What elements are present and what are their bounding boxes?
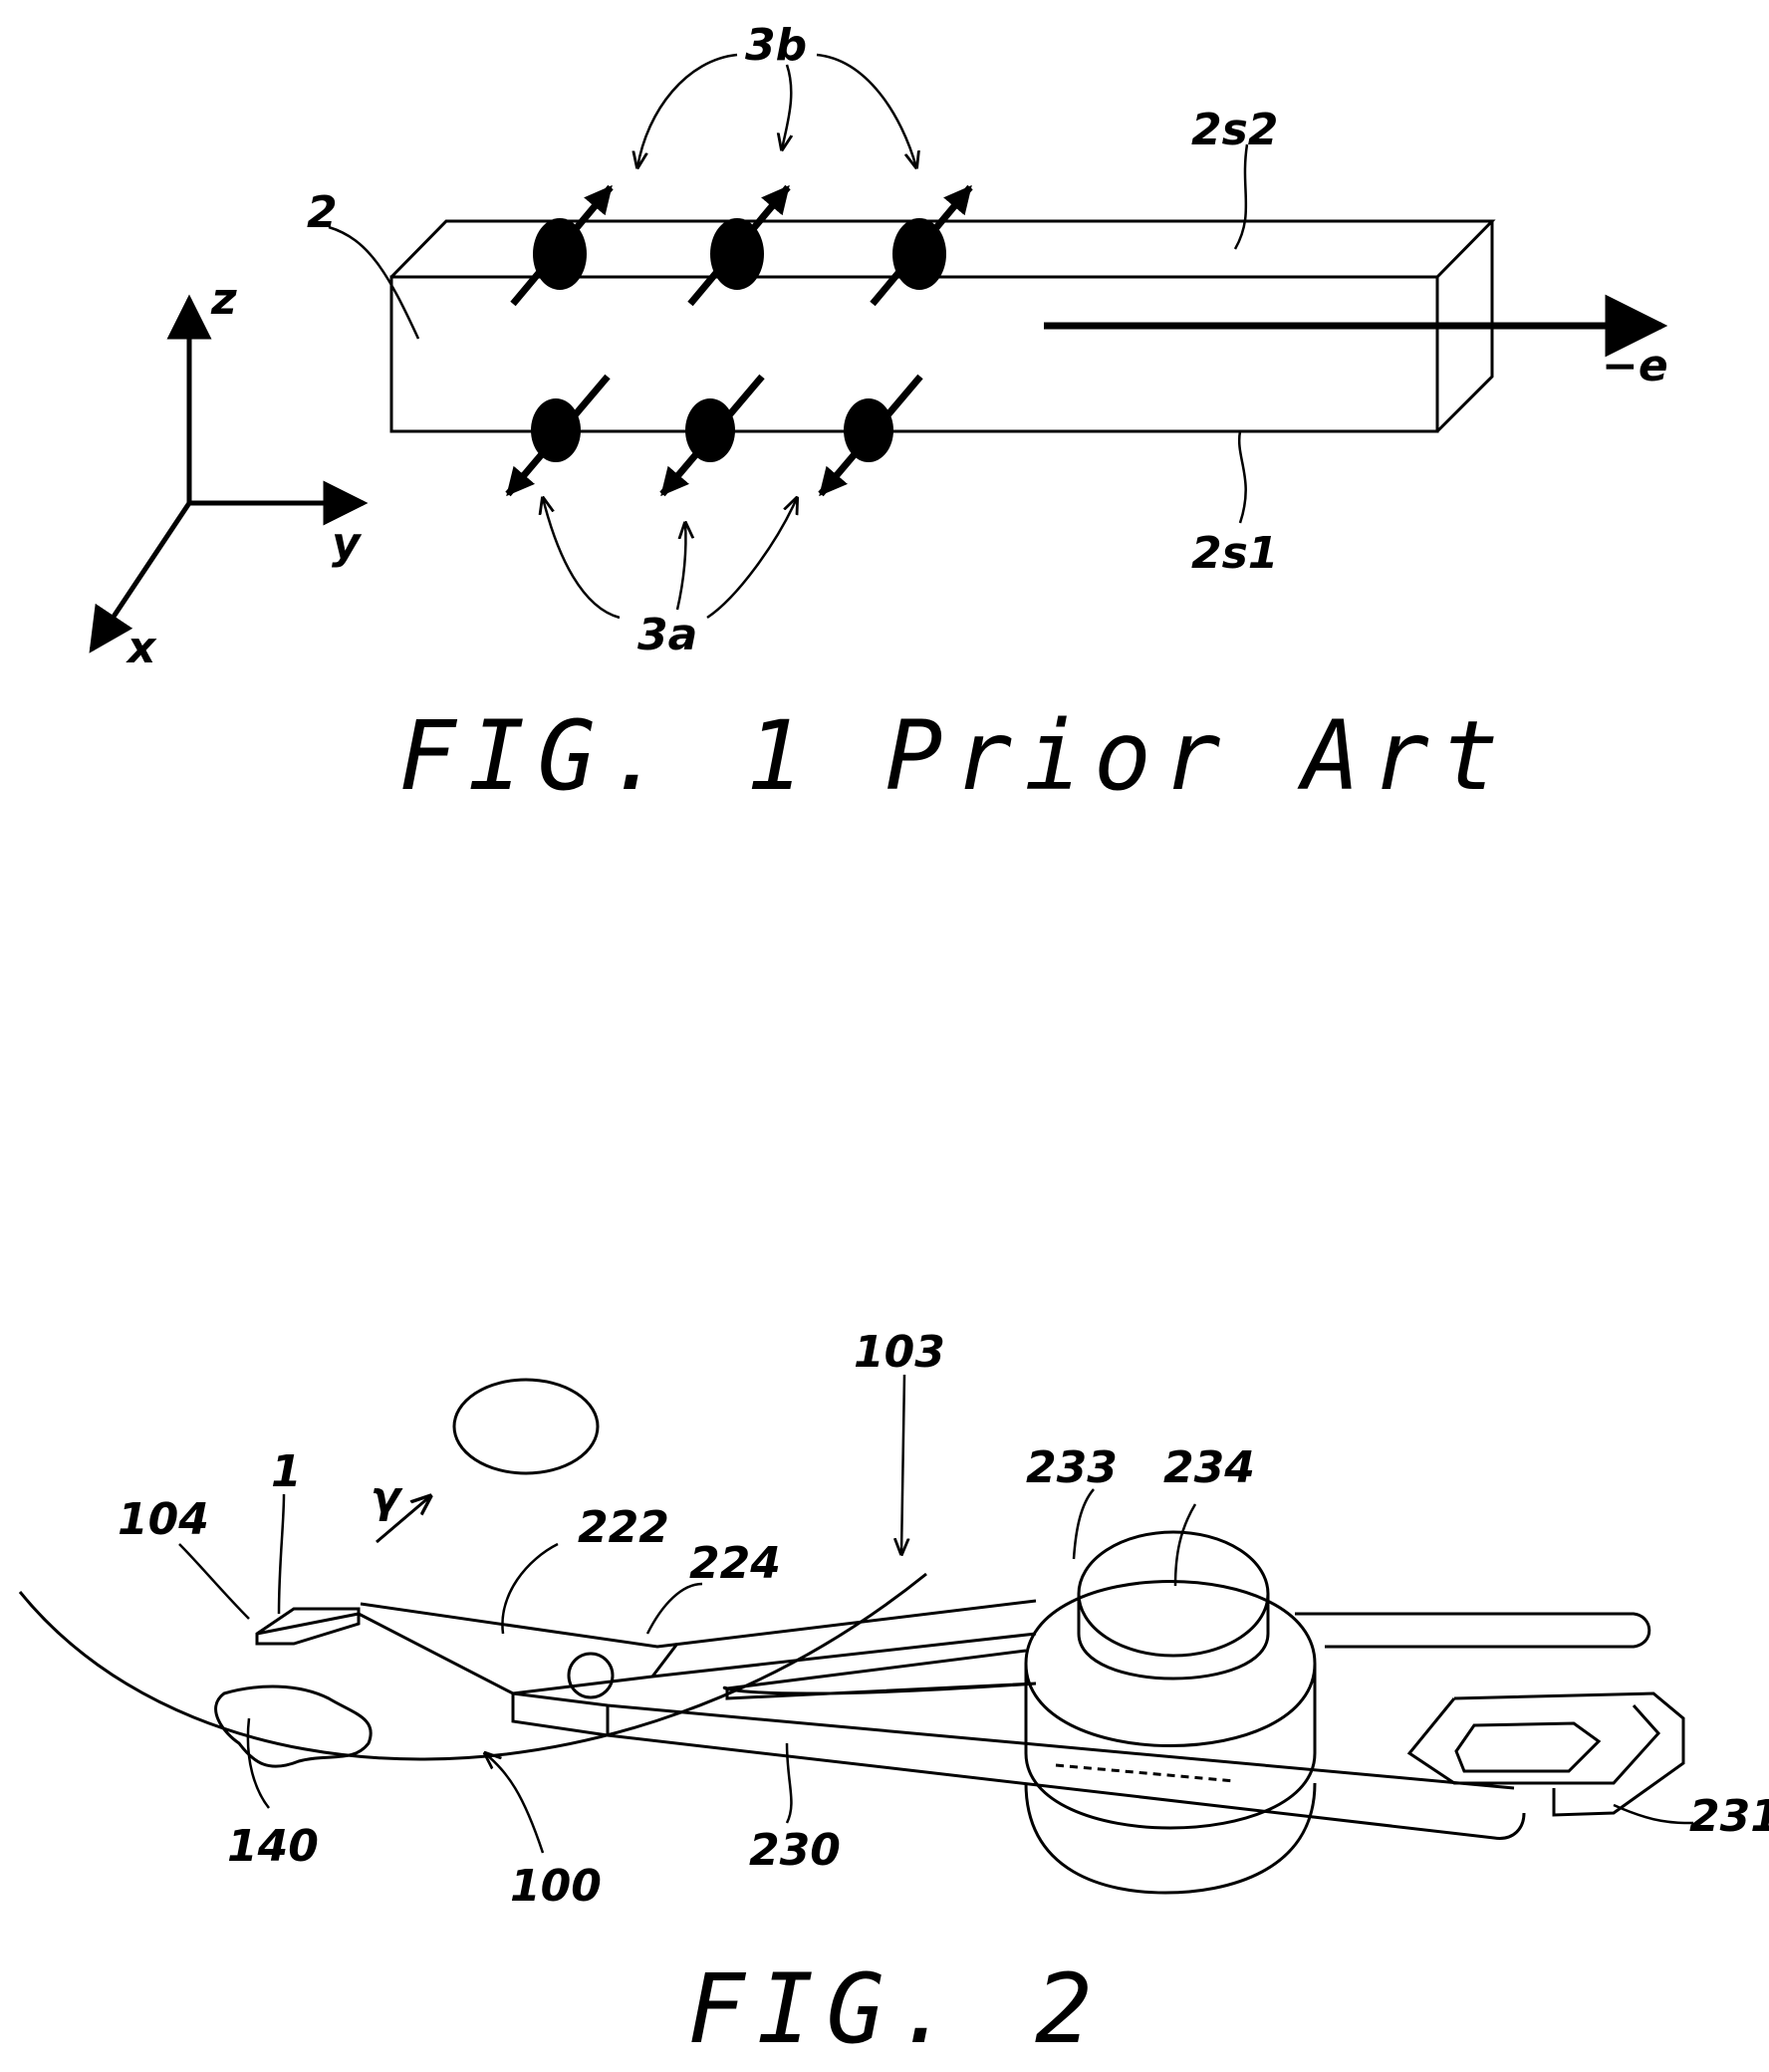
- label-230: 230: [749, 1825, 841, 1876]
- leader-2s2: [1235, 144, 1247, 249]
- leader-104: [179, 1544, 249, 1619]
- figure-1: z y x −e: [92, 20, 1668, 812]
- arm-bottom-edge: [513, 1693, 1524, 1838]
- spin-up-group: [513, 187, 970, 304]
- label-140: 140: [227, 1821, 319, 1872]
- rear-mount-outline: [1454, 1693, 1683, 1815]
- figure-1-caption: FIG. 1 Prior Art: [398, 700, 1511, 812]
- slider-block: [257, 1609, 359, 1644]
- label-3a: 3a: [637, 610, 697, 660]
- disk-edge-arc: [20, 1574, 926, 1759]
- bearing-cylinder: [1026, 1582, 1315, 1829]
- label-3b: 3b: [745, 20, 807, 71]
- leader-3a-3: [707, 498, 797, 618]
- spin-up-2: [690, 187, 788, 304]
- label-103: 103: [854, 1327, 945, 1378]
- leader-233: [1074, 1489, 1094, 1559]
- leader-3b-1: [637, 55, 737, 167]
- label-231: 231: [1689, 1791, 1769, 1842]
- bearing-hidden-line: [1056, 1765, 1235, 1781]
- label-234: 234: [1163, 1442, 1255, 1493]
- spin-up-1: [513, 187, 611, 304]
- spin-down-2: [662, 377, 762, 494]
- x-axis-label: x: [126, 623, 157, 673]
- leader-100: [485, 1753, 543, 1853]
- label-222: 222: [578, 1502, 669, 1553]
- leader-3b-2: [782, 65, 791, 149]
- label-2s2: 2s2: [1191, 105, 1278, 155]
- label-100: 100: [510, 1861, 602, 1912]
- leader-3a-1: [543, 498, 620, 618]
- leader-103: [901, 1375, 904, 1554]
- leader-2: [329, 227, 418, 339]
- leader-1: [279, 1494, 284, 1614]
- label-104: 104: [118, 1494, 209, 1545]
- bearing-top-cap: [1079, 1532, 1268, 1656]
- label-233: 233: [1026, 1442, 1118, 1493]
- label-2s1: 2s1: [1191, 528, 1278, 579]
- leader-2s1: [1239, 431, 1246, 523]
- label-224: 224: [689, 1538, 781, 1589]
- spin-down-1: [508, 377, 608, 494]
- z-axis-label: z: [210, 274, 237, 325]
- label-2: 2: [307, 187, 338, 238]
- rear-mount-window: [1456, 1723, 1599, 1771]
- label-1: 1: [271, 1446, 302, 1497]
- arm-rear-tab: [1295, 1614, 1649, 1647]
- y-axis-label: y: [332, 518, 363, 569]
- flexure-lower-edge: [257, 1614, 1036, 1693]
- leader-3a-2: [677, 523, 685, 610]
- mount-hole: [569, 1654, 613, 1697]
- leader-234: [1175, 1504, 1195, 1586]
- leader-224: [647, 1584, 702, 1634]
- leader-3b-3: [817, 55, 916, 167]
- pivot-bearing: [1026, 1532, 1315, 1893]
- contaminant-blob: [216, 1686, 372, 1766]
- leader-231: [1614, 1805, 1693, 1823]
- arm-rear-mount: [1409, 1693, 1683, 1815]
- bearing-front: [1026, 1664, 1315, 1746]
- spin-down-group: [508, 377, 920, 494]
- current-label: −e: [1602, 341, 1668, 391]
- leader-222: [502, 1544, 558, 1634]
- label-gamma: γ: [371, 1472, 403, 1523]
- coordinate-axes: z y x: [92, 274, 364, 673]
- suspension-arm: [257, 1601, 1649, 1838]
- spin-up-3: [873, 187, 970, 304]
- flexure-upper-edge: [361, 1601, 1036, 1647]
- figure-2-caption: FIG. 2: [687, 1953, 1105, 2065]
- figure-2: 103 1 104 γ 222 224 233 234 140 100 230 …: [20, 1327, 1769, 2065]
- disk-ellipse: [454, 1380, 598, 1473]
- spin-down-3: [821, 377, 920, 494]
- slider-head: [257, 1609, 359, 1644]
- arm-tip: [652, 1644, 677, 1677]
